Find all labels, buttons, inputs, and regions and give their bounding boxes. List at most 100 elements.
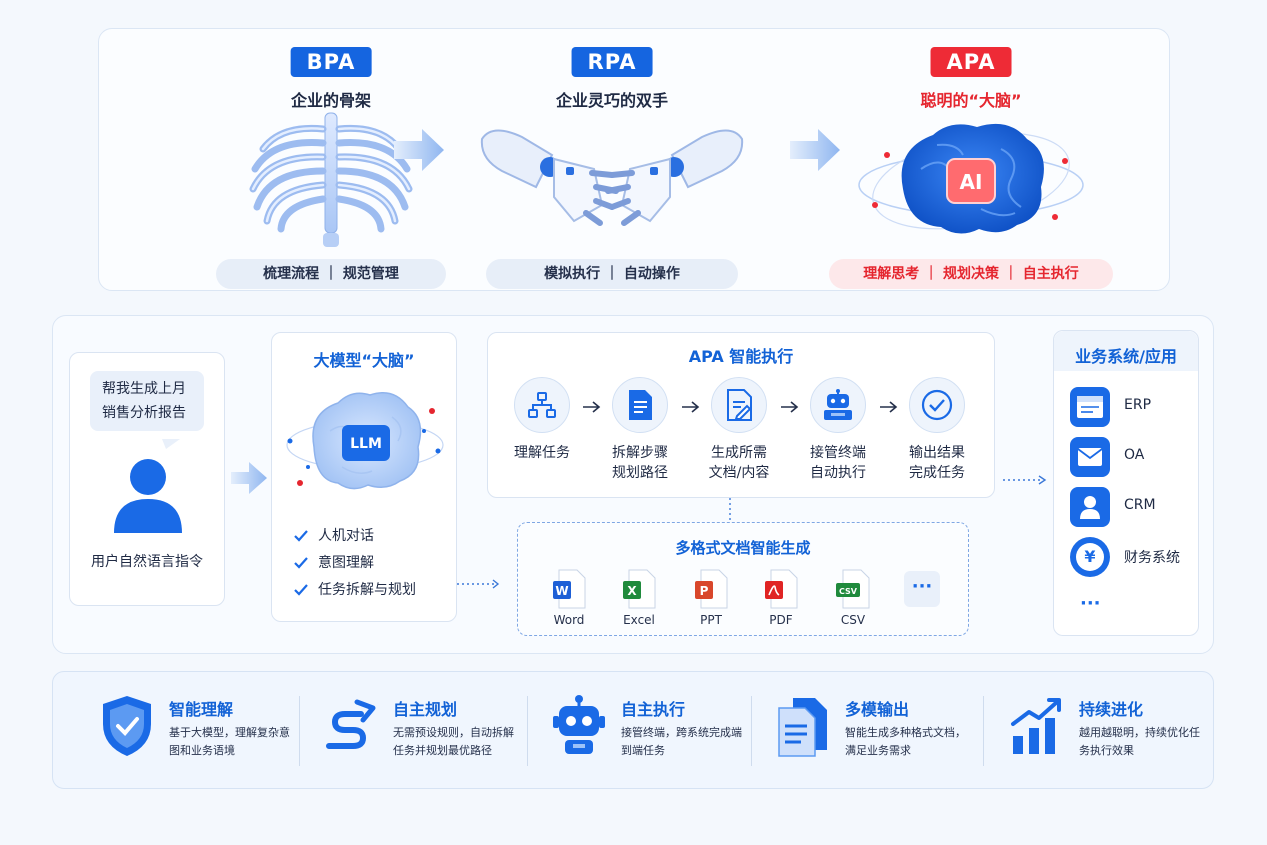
arrow-right-icon — [880, 401, 898, 413]
rpa-pill: 模拟执行 ｜ 自动操作 — [486, 259, 738, 289]
document-edit-icon — [711, 377, 767, 433]
svg-text:X: X — [627, 584, 637, 598]
feature-title: 自主执行 — [621, 700, 686, 719]
capability-item: 人机对话 — [294, 523, 416, 550]
capability-item: 任务拆解与规划 — [294, 577, 416, 604]
hierarchy-icon — [514, 377, 570, 433]
request-line-2: 销售分析报告 — [102, 405, 186, 421]
apa-badge: APA — [930, 47, 1012, 77]
ai-chip-label: AI — [960, 170, 983, 194]
feature-desc: 智能生成多种格式文档，满足业务需求 — [845, 726, 966, 757]
step-label-2: 文档/内容 — [708, 465, 770, 481]
flow-arrow-icon — [394, 129, 444, 171]
bpa-subtitle: 企业的骨架 — [290, 91, 371, 110]
request-line-1: 帮我生成上月 — [102, 381, 186, 397]
step-label: 输出结果 — [909, 445, 965, 461]
doc-pdf: PDF — [752, 569, 810, 627]
llm-card: 大模型“大脑” LLM 人机对话 意图理解 — [271, 332, 457, 622]
apa-subtitle: 聪明的“大脑” — [920, 91, 1022, 110]
arrow-right-icon — [781, 401, 799, 413]
user-icon — [114, 459, 182, 533]
svg-text:CSV: CSV — [839, 587, 858, 596]
window-icon — [1070, 387, 1110, 427]
more-systems-indicator: ··· — [1080, 593, 1101, 614]
apa-pill: 理解思考 ｜ 规划决策 ｜ 自主执行 — [829, 259, 1113, 289]
business-systems-card: 业务系统/应用 ERP OA CRM ¥ 财务系统 ··· — [1053, 330, 1199, 636]
more-formats-button[interactable]: ··· — [904, 571, 940, 607]
step-understand: 理解任务 — [492, 377, 592, 463]
apa-execution-title: APA 智能执行 — [688, 347, 794, 366]
rpa-badge: RPA — [571, 47, 653, 77]
growth-chart-icon — [1011, 698, 1061, 754]
ai-brain-icon: AI — [858, 123, 1084, 234]
feature-title: 自主规划 — [393, 700, 458, 719]
capability-label: 人机对话 — [318, 528, 374, 544]
feature-title: 智能理解 — [169, 700, 234, 719]
feature-evolution: 持续进化 越用越聪明，持续优化任务执行效果 — [1009, 694, 1235, 770]
csv-file-icon: CSV — [835, 569, 871, 609]
feature-desc: 接管终端，跨系统完成端到端任务 — [621, 726, 742, 757]
yen-icon: ¥ — [1070, 537, 1110, 577]
shield-check-icon — [103, 696, 151, 756]
document-generation-title: 多格式文档智能生成 — [675, 539, 811, 557]
document-list-icon — [612, 377, 668, 433]
step-output: 输出结果完成任务 — [887, 377, 987, 483]
doc-label: PPT — [700, 613, 722, 627]
llm-capabilities: 人机对话 意图理解 任务拆解与规划 — [294, 523, 416, 604]
pdf-file-icon — [763, 569, 799, 609]
feature-title: 持续进化 — [1079, 700, 1144, 719]
arrow-right-icon — [583, 401, 601, 413]
system-label: 财务系统 — [1124, 550, 1180, 566]
step-label: 理解任务 — [514, 445, 570, 461]
step-label-2: 自动执行 — [810, 465, 866, 481]
svg-text:W: W — [555, 584, 568, 598]
capability-label: 意图理解 — [318, 555, 374, 571]
doc-word: W Word — [540, 569, 598, 627]
capability-label: 任务拆解与规划 — [318, 582, 416, 598]
doc-label: CSV — [840, 613, 866, 627]
arrow-right-icon — [682, 401, 700, 413]
feature-planning: 自主规划 无需预设规则，自动拆解任务并规划最优路径 — [323, 694, 549, 770]
robot-terminal-icon — [810, 377, 866, 433]
step-generate: 生成所需文档/内容 — [689, 377, 789, 483]
step-label-2: 规划路径 — [612, 465, 668, 481]
feature-output: 多模输出 智能生成多种格式文档，满足业务需求 — [775, 694, 1001, 770]
user-instruction-label: 用户自然语言指令 — [91, 554, 203, 570]
document-generation-card: 多格式文档智能生成 W Word X Excel P PPT PDF — [517, 522, 969, 636]
documents-icon — [778, 698, 827, 757]
mail-icon — [1070, 437, 1110, 477]
step-label: 接管终端 — [810, 445, 866, 461]
step-label: 拆解步骤 — [612, 445, 668, 461]
dotted-connectors — [457, 498, 731, 589]
capability-item: 意图理解 — [294, 550, 416, 577]
checkmark-icon — [294, 584, 308, 596]
step-label-2: 完成任务 — [909, 465, 965, 481]
system-label: OA — [1124, 447, 1145, 463]
ppt-file-icon: P — [693, 569, 729, 609]
checkmark-icon — [294, 530, 308, 542]
doc-excel: X Excel — [610, 569, 668, 627]
bubble-tail-icon — [162, 439, 180, 449]
feature-desc: 基于大模型，理解复杂意图和业务语境 — [169, 726, 290, 757]
robot-hands-icon — [480, 129, 744, 226]
system-label: ERP — [1124, 397, 1152, 413]
feature-understanding: 智能理解 基于大模型，理解复杂意图和业务语境 — [99, 694, 325, 770]
person-icon — [1070, 487, 1110, 527]
flow-arrow-icon — [231, 462, 267, 494]
feature-desc: 无需预设规则，自动拆解任务并规划最优路径 — [393, 726, 514, 757]
doc-label: Excel — [623, 613, 655, 627]
checkmark-icon — [294, 557, 308, 569]
workflow-panel: 帮我生成上月 销售分析报告 用户自然语言指令 大模型“大脑” LLM — [52, 315, 1214, 654]
feature-execution: 自主执行 接管终端，跨系统完成端到端任务 — [551, 694, 777, 770]
request-bubble: 帮我生成上月 销售分析报告 — [90, 371, 204, 431]
stage-apa: APA 聪明的“大脑” AI 理解思考 ｜ 规划决策 ｜ 自主执行 — [829, 47, 1113, 289]
evolution-panel: BPA 企业的骨架 — [98, 28, 1170, 291]
excel-file-icon: X — [621, 569, 657, 609]
system-label: CRM — [1124, 497, 1156, 513]
bpa-badge: BPA — [290, 47, 372, 77]
stage-rpa: RPA 企业灵巧的双手 模拟执行 ｜ 自动操作 — [480, 47, 744, 289]
llm-title: 大模型“大脑” — [313, 351, 415, 370]
llm-brain-icon: LLM — [286, 392, 444, 490]
step-decompose: 拆解步骤规划路径 — [590, 377, 690, 483]
features-panel: 智能理解 基于大模型，理解复杂意图和业务语境 自主规划 无需预设规则，自动拆解任… — [52, 671, 1214, 789]
